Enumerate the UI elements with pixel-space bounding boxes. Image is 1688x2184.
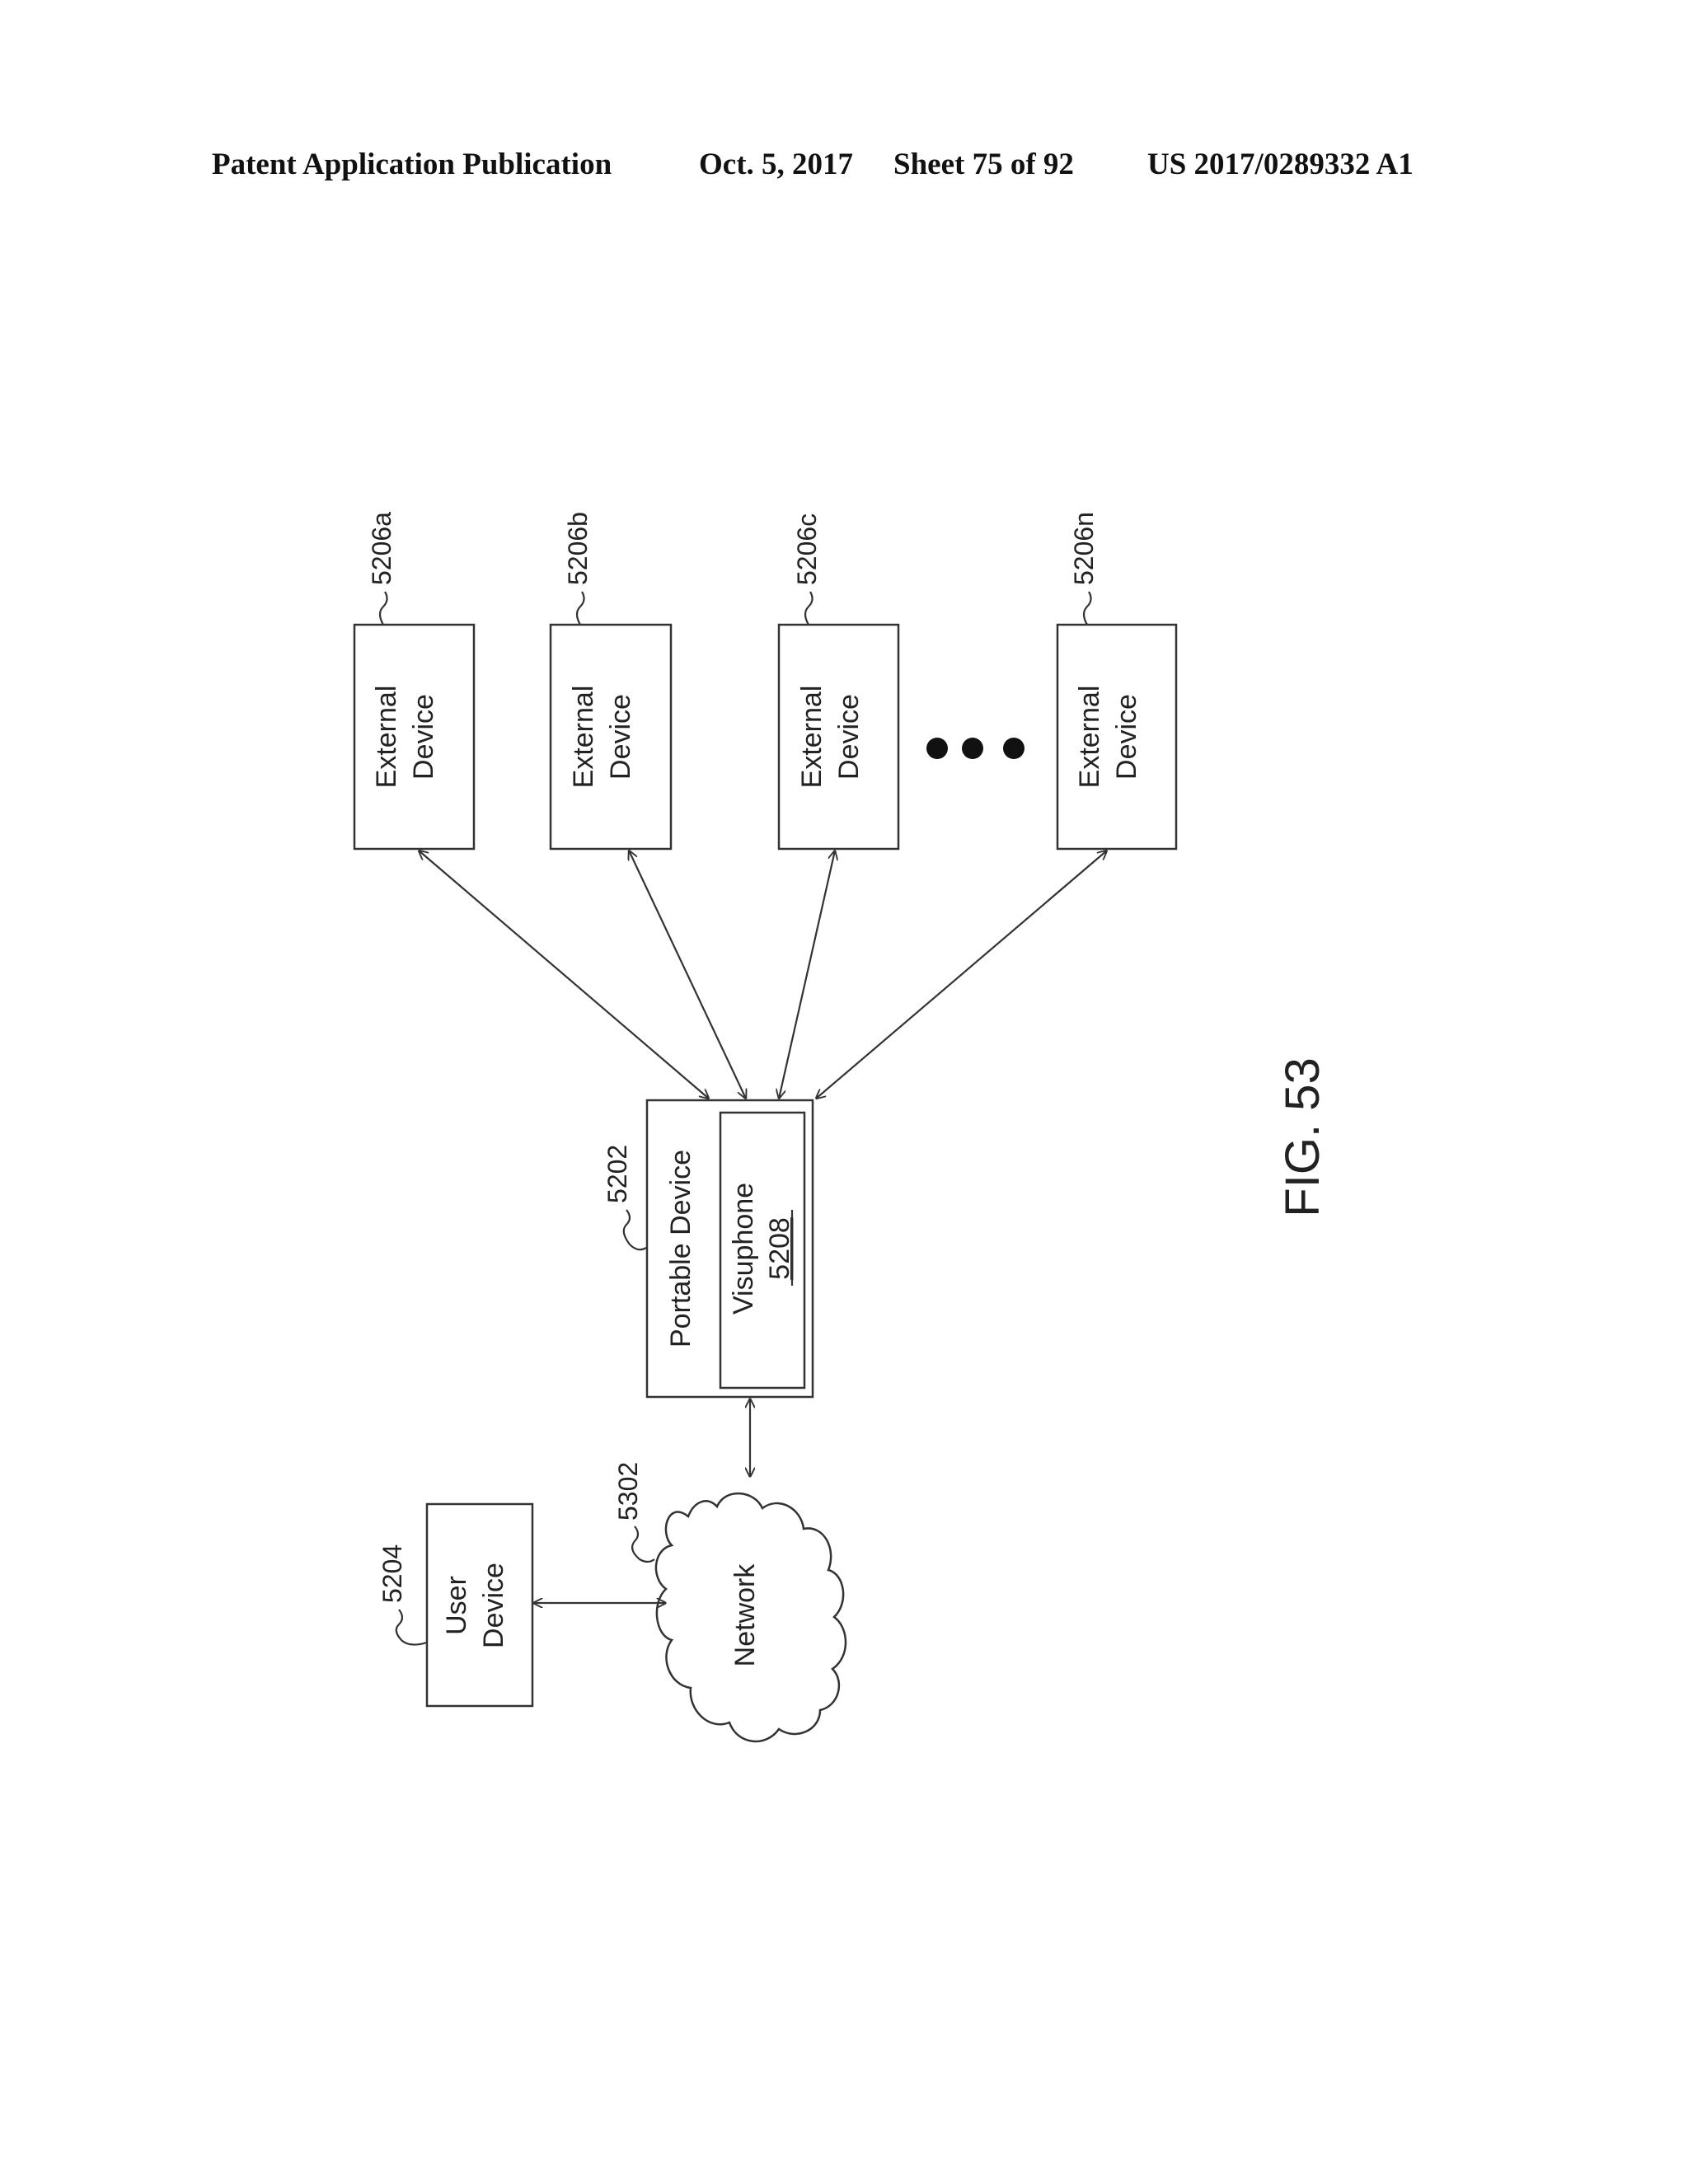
svg-text:5204: 5204 (377, 1544, 407, 1603)
svg-text:Device: Device (833, 694, 865, 780)
connector-5206a (419, 851, 709, 1099)
ref-5206b: 5206b (563, 512, 593, 626)
portable-device-label: Portable Device (665, 1150, 696, 1347)
svg-text:Device: Device (478, 1563, 509, 1648)
ref-5302: 5302 (613, 1462, 655, 1563)
svg-text:External: External (1074, 686, 1105, 789)
svg-text:5206b: 5206b (563, 512, 593, 585)
svg-text:Device: Device (408, 694, 439, 780)
svg-text:External: External (796, 686, 828, 789)
external-device-n: External Device (1056, 623, 1178, 851)
header-publication-type: Patent Application Publication (212, 148, 612, 181)
header-sheet: Sheet 75 of 92 (893, 148, 1074, 181)
header-publication-number: US 2017/0289332 A1 (1147, 148, 1414, 181)
portable-device: Portable Device Visuphone 5208 (645, 1099, 814, 1399)
ref-5206a: 5206a (367, 512, 396, 626)
ref-5206c: 5206c (792, 513, 822, 626)
ref-5204: 5204 (377, 1544, 428, 1646)
external-device-b: External Device (549, 623, 673, 851)
svg-text:User: User (441, 1576, 472, 1635)
header-date: Oct. 5, 2017 (699, 148, 854, 181)
external-device-c: External Device (777, 623, 900, 851)
svg-text:5206c: 5206c (792, 513, 822, 585)
svg-text:5206n: 5206n (1069, 512, 1099, 585)
external-device-a: External Device (353, 623, 476, 851)
svg-text:5206a: 5206a (367, 512, 396, 585)
connector-5206n (816, 851, 1107, 1099)
svg-text:Device: Device (1111, 694, 1142, 780)
connector-5206b (629, 851, 746, 1099)
connector-5206c (779, 851, 835, 1099)
visuphone-ref: 5208 (764, 1217, 795, 1280)
ref-5202: 5202 (603, 1145, 647, 1251)
figure-label: FIG. 53 (1276, 1057, 1329, 1216)
network-label: Network (729, 1563, 761, 1667)
svg-text:5302: 5302 (613, 1462, 643, 1521)
user-device: User Device (425, 1502, 534, 1708)
network-cloud: Network (654, 1492, 847, 1743)
svg-text:External: External (371, 686, 402, 789)
svg-text:5202: 5202 (603, 1145, 632, 1203)
svg-text:External: External (568, 686, 599, 789)
ellipsis-dots (926, 738, 1025, 759)
ref-5206n: 5206n (1069, 512, 1099, 626)
svg-text:Device: Device (605, 694, 636, 780)
visuphone-label: Visuphone (728, 1183, 759, 1315)
